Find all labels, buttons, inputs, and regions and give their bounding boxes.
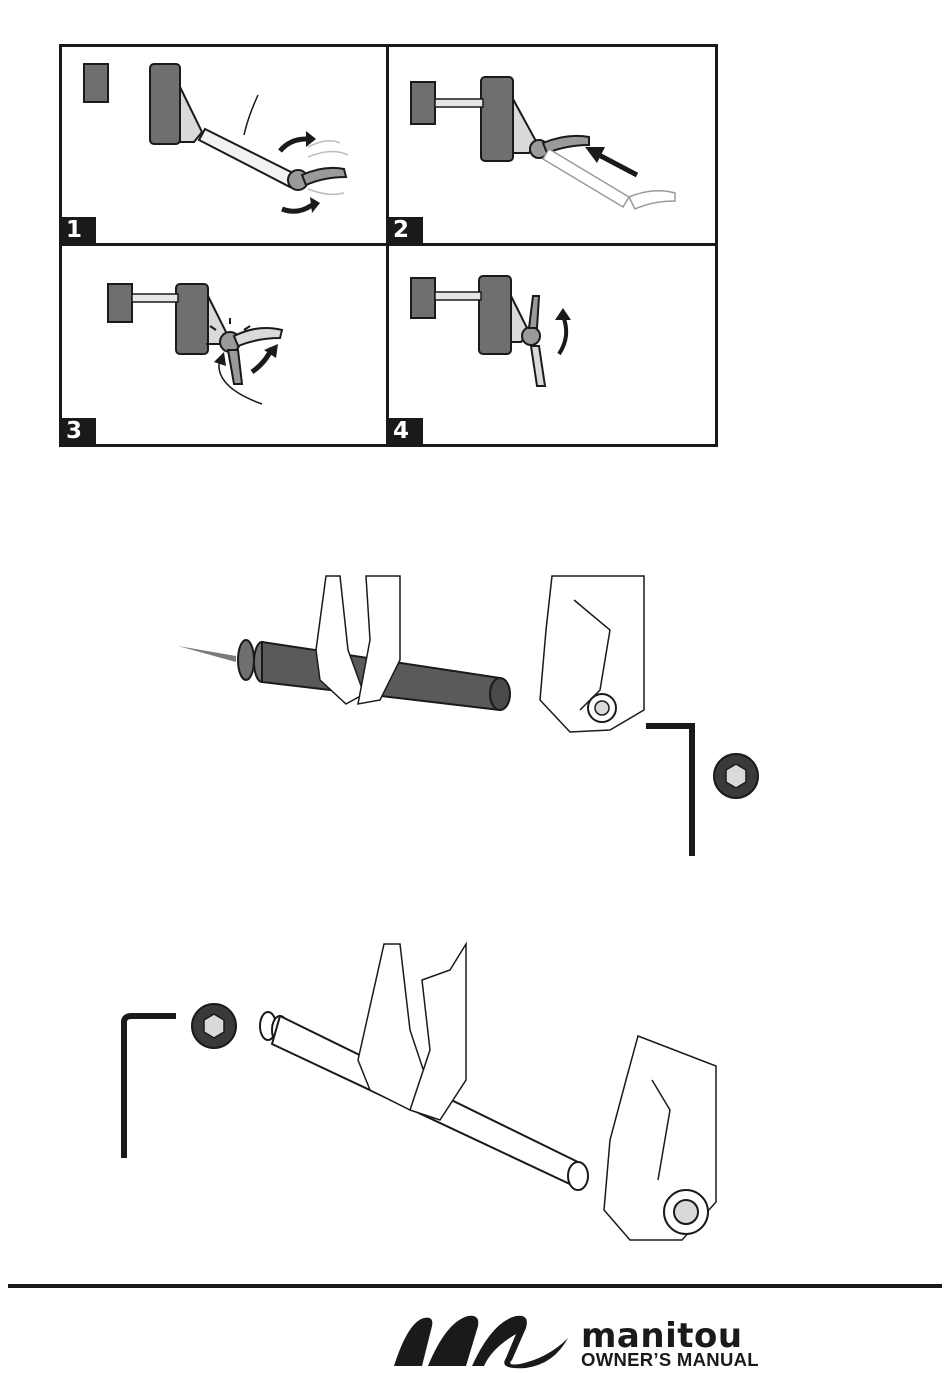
owners-manual-label: OWNER’S MANUAL	[581, 1350, 759, 1370]
step-3-illustration	[62, 246, 386, 444]
step-2-illustration	[389, 47, 715, 243]
step-1-badge: 1	[62, 217, 96, 243]
step-4-badge: 4	[389, 418, 423, 444]
axle-install-illustration	[110, 940, 730, 1260]
step-2-badge: 2	[389, 217, 423, 243]
step-1-illustration	[62, 47, 386, 243]
step-3-badge: 3	[62, 418, 96, 444]
manitou-m-logo-icon	[388, 1308, 574, 1370]
brand-name: manitou	[581, 1321, 743, 1351]
step-4-illustration	[389, 246, 715, 444]
footer-rule	[8, 1284, 942, 1288]
axle-removal-illustration	[170, 570, 770, 870]
